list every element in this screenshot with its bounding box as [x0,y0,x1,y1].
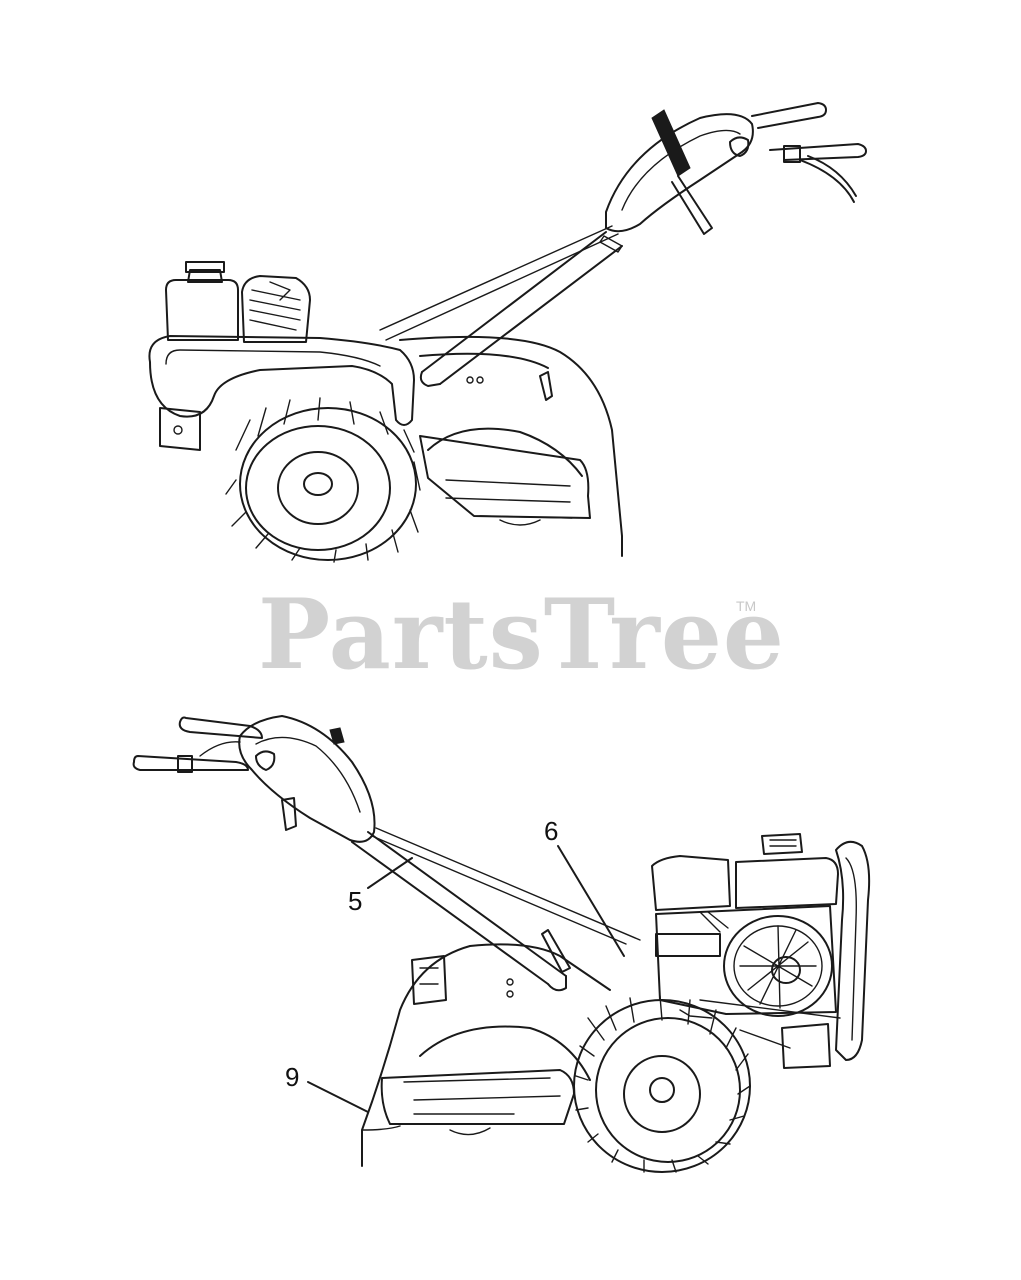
handle-tube-bottom [351,827,641,992]
front-bumper [148,335,415,451]
callout-9: 9 [285,1062,300,1092]
engine-top [165,261,311,343]
tiller-left-view [148,102,867,563]
handle-grips-bottom [132,716,263,773]
trademark-mark: TM [736,598,757,614]
handle-grips [751,102,867,203]
leader-lines [307,845,625,1113]
control-console [605,109,754,235]
wheel-bottom [573,995,751,1173]
callout-5: 5 [348,886,363,916]
parts-tree-watermark: PartsTree [258,578,785,691]
callout-6: 6 [544,816,559,846]
tine-hood-bottom [361,943,611,1167]
tine-hood [399,335,623,557]
wheel-top [225,397,421,563]
handle-tube [379,225,623,387]
rear-bumper [699,840,871,1069]
engine-bottom [651,833,839,1019]
tiller-right-view [132,715,871,1173]
control-console-bottom [238,715,376,843]
